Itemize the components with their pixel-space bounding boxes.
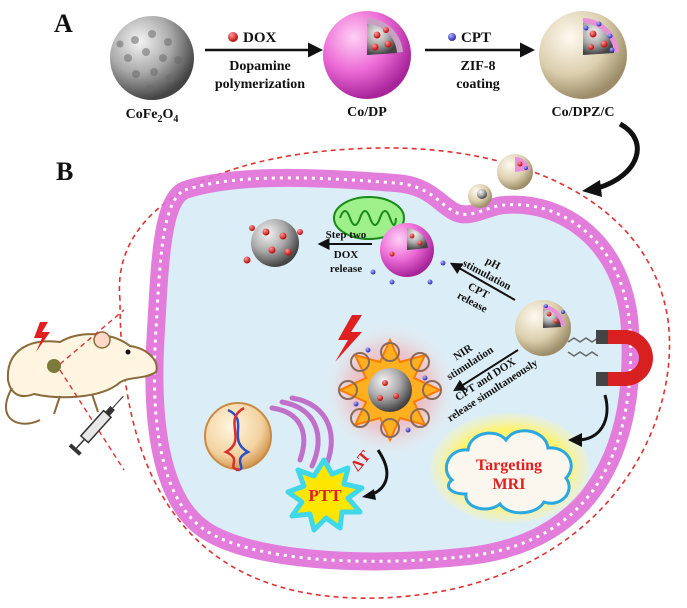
panel-label-a: A [54,9,73,38]
step2-line1: ZIF-8 [461,59,496,74]
targeting-line2: MRI [493,476,526,493]
magnetic-field-line-2 [567,351,599,357]
ptt-label: PTT [308,486,342,505]
mouse-laser-icon [34,322,50,352]
released-core-particle [243,219,303,267]
uptake-arrow-head [582,180,602,197]
step1-line2: polymerization [215,77,305,92]
co-dp-in-cell [370,223,446,285]
dox-molecule-icon [228,32,238,42]
dashed-boundary [118,147,671,599]
magnet-to-mri-arrow [577,394,609,442]
step2-reagent: CPT [461,30,491,46]
step-two-line1: Step two [326,229,367,241]
targeting-line1: Targeting [476,457,542,474]
zoom-line-top [59,309,125,365]
endocytosed-particle-large [497,154,533,190]
delta-t-arrow-head [362,489,376,500]
co-dp-particle [323,11,411,99]
step-two-line2: DOX [334,249,359,261]
cofe2o4-core-particle [110,16,194,100]
uptake-arrow [597,121,640,191]
zoom-line-bottom [59,369,125,471]
endocytosed-particle-small [468,184,492,208]
targeting-mri-cloud [430,413,590,523]
endoplasmic-reticulum [269,395,334,473]
step2-line2: coating [456,77,500,92]
cell-membrane-pattern [152,176,633,563]
magnetic-field-line [567,337,599,343]
exploding-particle [337,337,443,443]
ph-arrow [449,262,516,301]
cpt-molecule-icon [448,33,456,41]
cell-nucleus [204,402,272,472]
co-dpz-c-label: Co/DPZ/C [552,105,615,120]
co-dp-label: Co/DP [347,105,387,120]
step1-line1: Dopamine [229,59,290,74]
step1-reagent: DOX [243,30,277,46]
ptt-burst [285,457,365,533]
panel-label-b: B [56,157,73,186]
step-two-line3: release [330,263,362,275]
mouse-illustration [5,322,158,425]
magnet-to-mri-arrow-head [568,433,582,447]
co-dpz-c-in-cell [515,300,571,356]
mitochondrion [333,196,405,240]
co-dpz-c-particle [539,11,627,99]
syringe-icon [68,395,124,456]
nir-arrow [452,349,519,392]
magnet-icon [596,330,653,386]
cofe2o4-label: CoFe2O4 [126,107,179,125]
laser-bolt-icon [335,315,362,362]
